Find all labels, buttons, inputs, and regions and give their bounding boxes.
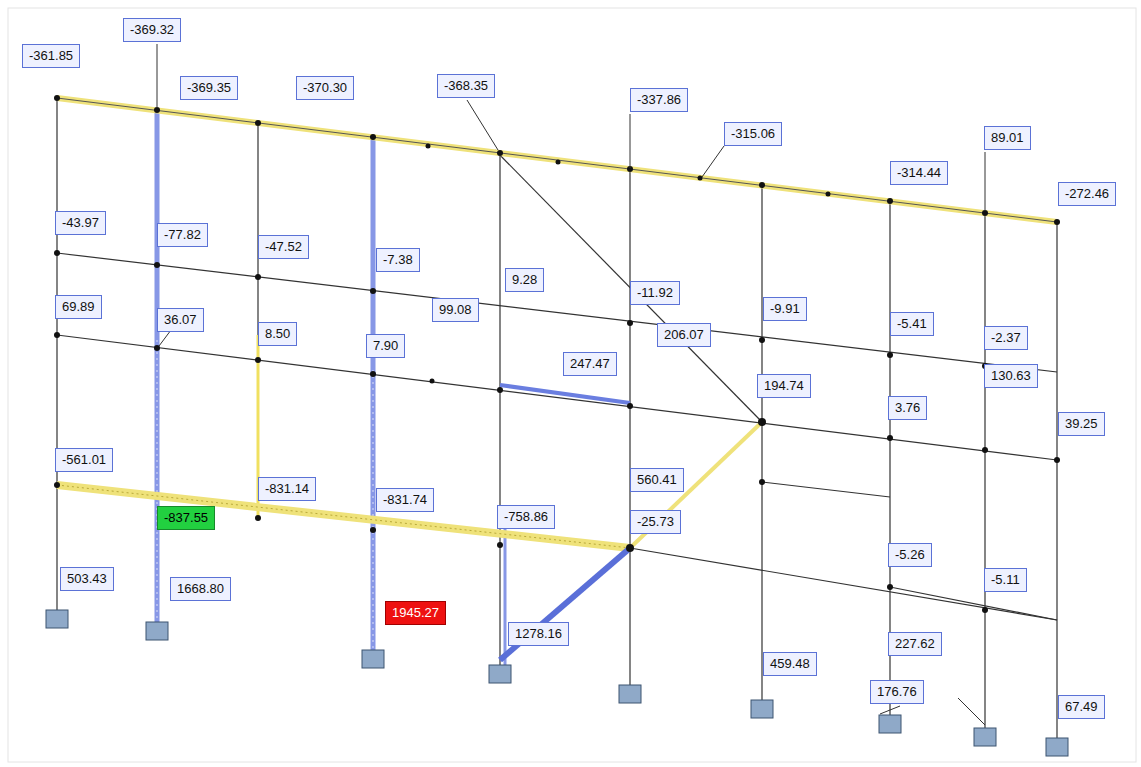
- force-value: -315.06: [724, 122, 782, 146]
- force-value: 503.43: [60, 567, 114, 591]
- force-value: 69.89: [55, 295, 102, 319]
- force-value: -337.86: [630, 88, 688, 112]
- force-value: -25.73: [630, 510, 681, 534]
- force-value: -758.86: [497, 505, 555, 529]
- force-value: 176.76: [870, 680, 924, 704]
- force-value: -369.32: [123, 18, 181, 42]
- force-value: -370.30: [296, 76, 354, 100]
- force-value: -47.52: [258, 235, 309, 259]
- force-value: -831.74: [376, 488, 434, 512]
- force-value: -77.82: [157, 223, 208, 247]
- force-value: 560.41: [630, 468, 684, 492]
- force-value: -361.85: [22, 44, 80, 68]
- force-value: 206.07: [657, 323, 711, 347]
- force-value: -831.14: [258, 477, 316, 501]
- force-value: 459.48: [763, 652, 817, 676]
- force-value: 36.07: [157, 308, 204, 332]
- force-value: 39.25: [1058, 412, 1105, 436]
- force-value: -314.44: [890, 161, 948, 185]
- force-value: 3.76: [888, 396, 927, 420]
- force-value: 8.50: [258, 322, 297, 346]
- force-value: -369.35: [180, 76, 238, 100]
- force-value: -368.35: [437, 74, 495, 98]
- force-value: 7.90: [366, 334, 405, 358]
- force-value: 1278.16: [508, 622, 569, 646]
- force-value: 67.49: [1058, 695, 1105, 719]
- force-value: 227.62: [888, 632, 942, 656]
- force-value: -561.01: [55, 448, 113, 472]
- force-value: -5.11: [984, 568, 1027, 592]
- force-value: -837.55: [157, 506, 215, 530]
- force-value: 247.47: [563, 352, 617, 376]
- force-value: 194.74: [757, 374, 811, 398]
- force-value: -272.46: [1058, 182, 1116, 206]
- force-value: 1945.27: [385, 601, 446, 625]
- force-value: -9.91: [763, 297, 807, 321]
- force-value: -43.97: [55, 211, 106, 235]
- force-value: 89.01: [984, 126, 1031, 150]
- force-value: -5.41: [890, 312, 934, 336]
- force-value: -2.37: [984, 326, 1028, 350]
- force-value: 130.63: [984, 364, 1038, 388]
- force-value: -5.26: [888, 543, 932, 567]
- force-value: -11.92: [630, 281, 680, 305]
- force-value: 1668.80: [170, 577, 231, 601]
- force-value: 9.28: [505, 268, 544, 292]
- force-value: 99.08: [432, 298, 479, 322]
- force-value: -7.38: [376, 248, 420, 272]
